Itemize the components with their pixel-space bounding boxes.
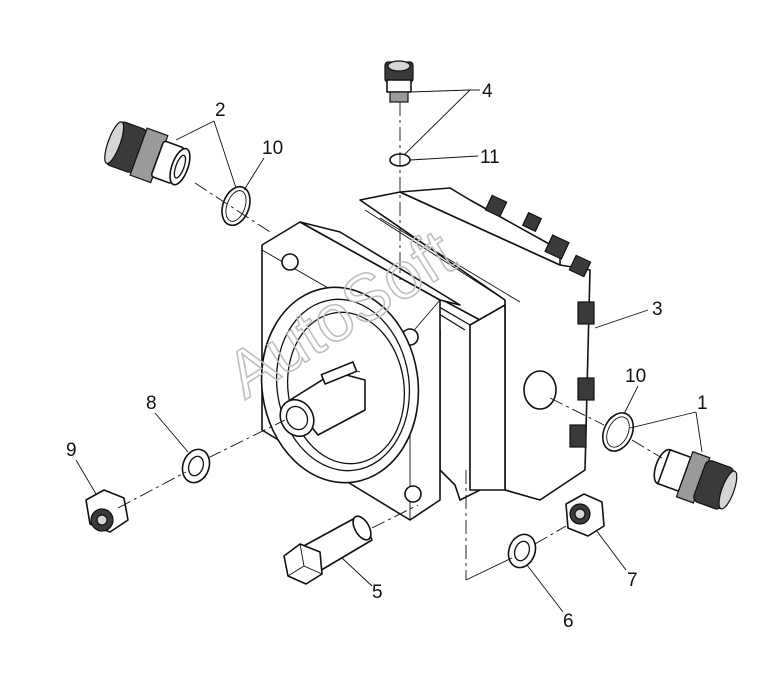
part-7-nut (565, 493, 605, 537)
callout-10-right: 10 (625, 366, 646, 387)
callout-3: 3 (652, 299, 663, 320)
callout-7: 7 (627, 570, 638, 591)
callout-5: 5 (372, 582, 383, 603)
part-5-bolt (283, 515, 373, 585)
part-8-lock-washer (181, 448, 211, 484)
leader-lines (75, 89, 703, 613)
callout-6: 6 (563, 611, 574, 632)
part-10-o-ring-right (601, 412, 635, 452)
callout-4: 4 (482, 81, 493, 102)
part-2-fitting (104, 121, 191, 186)
callout-1: 1 (697, 393, 708, 414)
part-9-nut (85, 489, 129, 533)
part-1-fitting (653, 448, 738, 510)
part-4-fitting (384, 60, 414, 103)
callout-10-left: 10 (262, 138, 283, 159)
part-10-o-ring-left (221, 185, 251, 227)
callout-2: 2 (215, 100, 226, 121)
callout-8: 8 (146, 393, 157, 414)
assembly-centerlines (117, 102, 663, 580)
callout-labels: 1 2 3 4 5 6 7 8 9 10 10 11 (66, 81, 708, 632)
callout-11: 11 (480, 147, 500, 168)
part-6-lock-washer (507, 533, 537, 569)
callout-9: 9 (66, 440, 77, 461)
pump-body (260, 187, 595, 521)
